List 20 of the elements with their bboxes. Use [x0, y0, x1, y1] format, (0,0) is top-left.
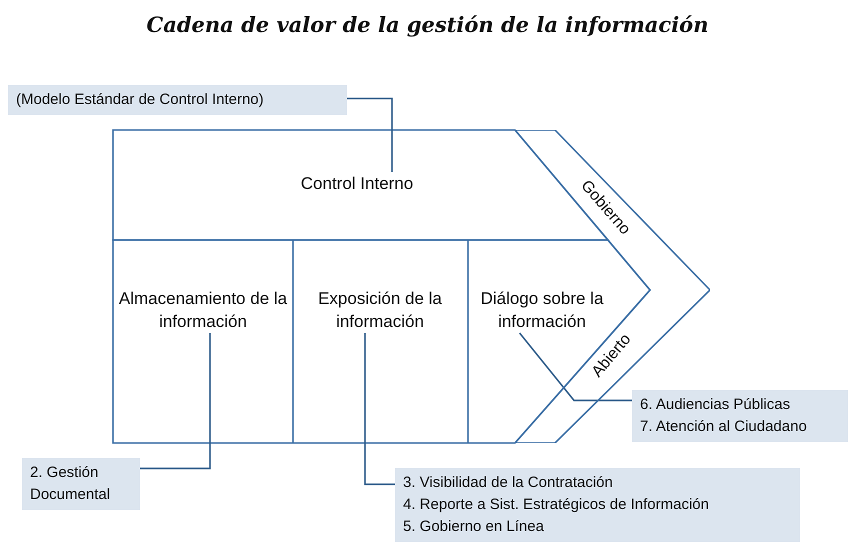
section-label: Diálogo sobre la información	[472, 287, 612, 333]
callout-text: 5. Gobierno en Línea	[403, 517, 545, 537]
callout-text: (Modelo Estándar de Control Interno)	[16, 90, 265, 110]
leader-line	[347, 98, 393, 172]
section-label: Almacenamiento de la información	[118, 287, 288, 333]
callout-box	[632, 390, 848, 442]
callout-text: 6. Audiencias Públicas	[640, 395, 792, 415]
callout-box	[22, 458, 140, 510]
leader-line	[140, 333, 211, 470]
callout-text: 7. Atención al Ciudadano	[640, 417, 808, 437]
callout-box	[395, 468, 800, 542]
callout-box	[8, 85, 347, 115]
leader-line	[364, 333, 395, 486]
diagram-title: Cadena de valor de la gestión de la información	[146, 12, 710, 37]
callout-text: 2. Gestión Documental	[30, 463, 112, 505]
callout-text: 4. Reporte a Sist. Estratégicos de Información	[403, 495, 710, 515]
section-label: Exposición de la información	[300, 287, 460, 333]
callout-text: 3. Visibilidad de la Contratación	[403, 473, 614, 493]
section-label: Control Interno	[287, 172, 427, 195]
leader-line	[518, 332, 632, 402]
